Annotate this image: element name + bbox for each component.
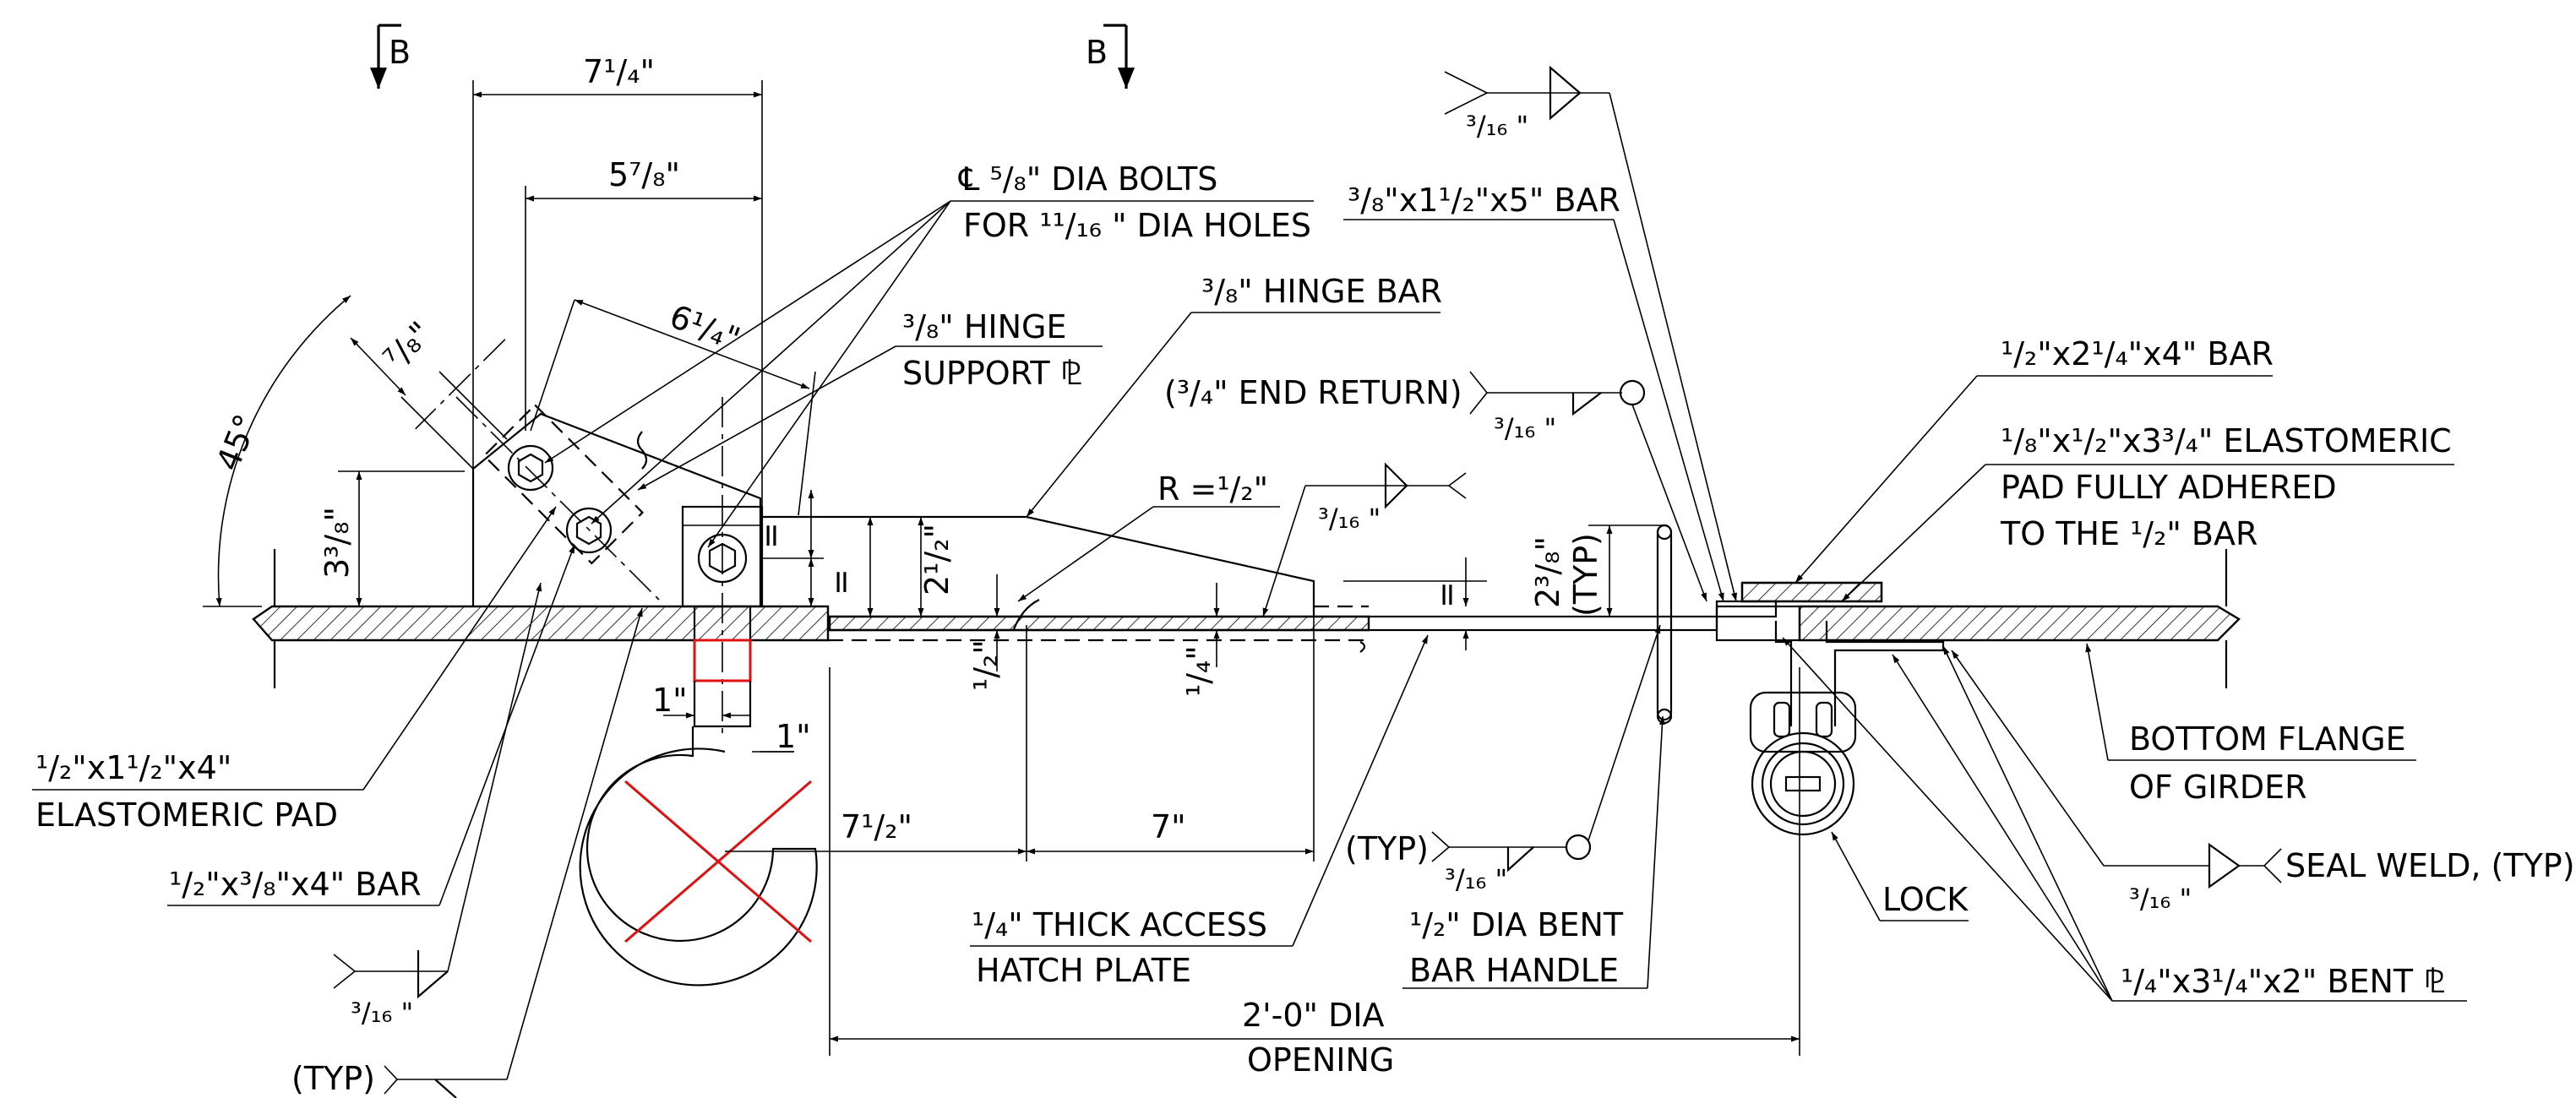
dimension-lines (203, 80, 1800, 1056)
callout-bar-1-2-2-1-4: ¹/₂"x2¹/₄"x4" BAR (2001, 335, 2274, 372)
callout-hatch-plate-2: HATCH PLATE (976, 952, 1191, 989)
callout-flange-2: OF GIRDER (2129, 769, 2307, 806)
access-hatch-plate (762, 515, 1718, 653)
weld-size-end-return: ³/₁₆ " (1494, 412, 1556, 444)
labels: B B 7¹/₄" 5⁷/₈" 6¹/₄" ⁷/₈" 45° 3³/₈" = =… (35, 34, 2575, 1097)
dim-1-inch-a: 1" (652, 682, 688, 719)
dim-5-7-8: 5⁷/₈" (608, 156, 680, 193)
section-marker-right-label: B (1086, 34, 1108, 71)
callout-elasto-2: PAD FULLY ADHERED (2001, 469, 2337, 506)
dim-7-1-4: 7¹/₄" (583, 53, 655, 90)
dim-eq-1: = (752, 522, 789, 549)
callout-elasto-1: ¹/₈"x¹/₂"x3³/₄" ELASTOMERIC (2001, 422, 2452, 459)
hinge-support-plate (415, 339, 762, 606)
callout-lock: LOCK (1882, 881, 1969, 918)
section-marker-right (1103, 24, 1135, 89)
dim-7-1-2: 7¹/₂" (841, 808, 912, 845)
callout-handle-2: BAR HANDLE (1409, 952, 1619, 989)
callout-hinge-bar: ³/₈" HINGE BAR (1201, 273, 1442, 310)
weld-size-mid: ³/₁₆ " (1318, 503, 1381, 535)
callout-handle-1: ¹/₂" DIA BENT (1409, 906, 1624, 943)
dim-7: 7" (1151, 808, 1186, 845)
callout-hinge-support-2: SUPPORT ⅊ (902, 355, 1082, 392)
weld-size-seal: ³/₁₆ " (2129, 883, 2192, 915)
callout-bar-left: ¹/₂"x³/₈"x4" BAR (169, 866, 422, 903)
dim-r-label: R =¹/₂" (1157, 470, 1268, 508)
bent-bar-handle (1656, 524, 1673, 725)
callout-hinge-support-1: ³/₈" HINGE (902, 308, 1067, 345)
callout-pad-left-2: ELASTOMERIC PAD (35, 796, 338, 834)
weld-size-typ-mid: ³/₁₆ " (1445, 863, 1507, 895)
dim-1-2: ¹/₂" (967, 639, 1005, 691)
weld-symbol-mid (1262, 462, 1467, 617)
callout-bolts-1: ℄ ⁵/₈" DIA BOLTS (958, 160, 1217, 198)
weld-symbol-bottom-left (333, 582, 542, 999)
callout-bolts-2: FOR ¹¹/₁₆ " DIA HOLES (963, 207, 1311, 244)
girder-bottom-flange (252, 549, 2241, 688)
hook-crossed-out (579, 681, 818, 987)
dim-1-inch-b: 1" (776, 718, 811, 755)
callout-bar-3-8: ³/₈"x1¹/₂"x5" BAR (1348, 182, 1620, 219)
callout-pad-left-1: ¹/₂"x1¹/₂"x4" (35, 749, 231, 786)
section-marker-left (370, 24, 401, 89)
weld-symbol-seal (2208, 842, 2282, 889)
weld-size-top: ³/₁₆ " (1466, 110, 1528, 142)
leader-lines (32, 200, 2467, 1002)
opening-dim-line-1: 2'-0" DIA (1242, 997, 1385, 1034)
dim-2-3-8: 2³/₈" (1529, 536, 1566, 608)
dim-45-deg: 45° (210, 409, 265, 476)
weld-size-bottom-left: ³/₁₆ " (351, 997, 413, 1029)
dim-2-1-2: 2¹/₂" (918, 524, 956, 595)
dim-eq-3: = (1428, 581, 1465, 608)
dim-7-8: ⁷/₈" (376, 314, 438, 377)
callout-typ-bottom: (TYP) (291, 1060, 375, 1097)
weld-symbol-typ-bottom (384, 607, 643, 1098)
callout-hatch-plate-1: ¹/₄" THICK ACCESS (972, 906, 1267, 943)
callout-end-return: (³/₄" END RETURN) (1164, 374, 1462, 411)
dim-eq-2: = (822, 568, 859, 595)
dim-typ-vertical: (TYP) (1567, 533, 1604, 617)
weld-symbol-typ-mid (1431, 624, 1661, 872)
hinge-bar-block (681, 397, 764, 735)
lock (1749, 691, 1857, 836)
callout-elasto-3: TO THE ¹/₂" BAR (2000, 515, 2257, 552)
callout-typ-mid: (TYP) (1345, 830, 1429, 867)
callout-seal-weld: SEAL WELD, (TYP) (2285, 847, 2575, 884)
callout-bent-pl: ¹/₄"x3¹/₄"x2" BENT ⅊ (2121, 963, 2445, 1000)
section-marker-left-label: B (389, 34, 411, 71)
opening-dim-line-2: OPENING (1247, 1041, 1394, 1079)
dim-3-3-8: 3³/₈" (319, 507, 356, 579)
weld-symbol-top (1444, 65, 1737, 602)
weld-symbol-end-return (1469, 371, 1707, 602)
callout-flange-1: BOTTOM FLANGE (2129, 720, 2406, 758)
dim-1-4: ¹/₄" (1180, 645, 1217, 697)
